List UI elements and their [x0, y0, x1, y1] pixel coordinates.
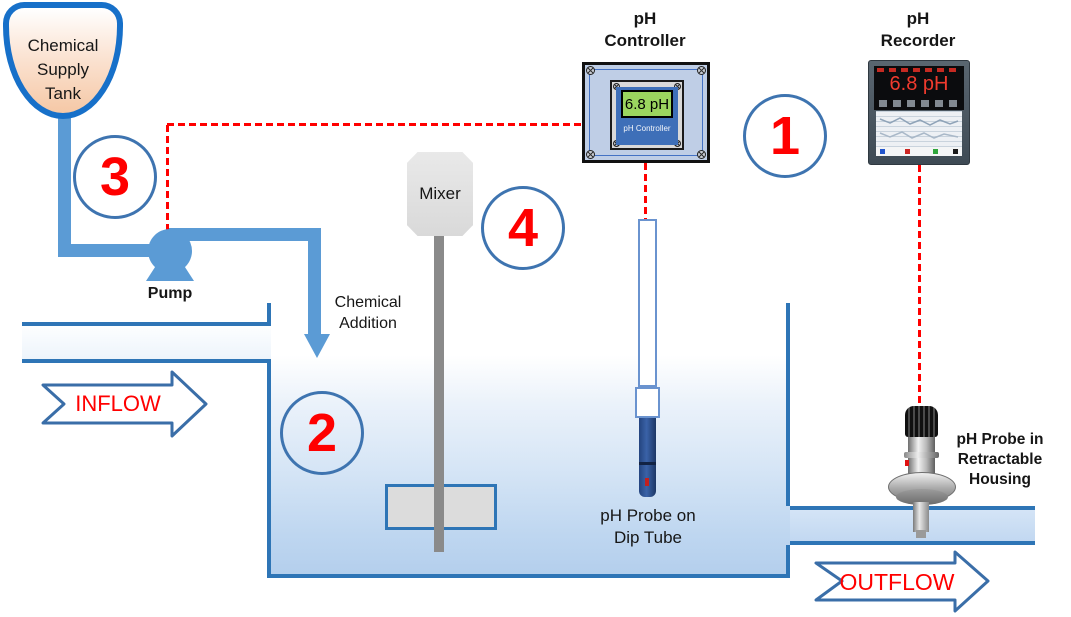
callout-2-number: 2: [306, 403, 338, 463]
retractable-probe-tip: [916, 530, 926, 538]
screw-icon: [697, 150, 706, 159]
callout-4-number: 4: [507, 198, 539, 258]
mixer-motor: Mixer: [407, 152, 473, 236]
signal-line-controller-to-dip-probe: [644, 163, 647, 220]
tank-wall-right-upper: [786, 303, 790, 506]
dosing-pipe-horizontal: [168, 228, 321, 241]
outflow-label: OUTFLOW: [839, 568, 955, 595]
inflow-pipe-flange: [13, 318, 22, 371]
supply-pipe-horizontal: [58, 244, 158, 257]
chart-trace: [879, 117, 959, 139]
dip-probe-sensor-dot: [645, 478, 649, 486]
inflow-pipe-interior: [13, 326, 271, 359]
ph-recorder-chart: [876, 111, 962, 147]
screw-icon: [586, 150, 595, 159]
pen-chip-black-icon: [953, 149, 958, 154]
dip-probe-band: [639, 462, 656, 465]
dip-probe-body: [639, 418, 656, 497]
ph-recorder-display: 6.8 pH: [889, 73, 949, 95]
outflow-pipe-interior: [790, 510, 1035, 541]
ph-controller-pinstripe: [589, 69, 703, 156]
callout-1: 1: [743, 94, 827, 178]
retractable-probe-flange-rim: [896, 489, 948, 505]
signal-line-to-pump-vertical: [166, 125, 169, 230]
mixer-shaft: [434, 234, 444, 552]
retractable-probe-indicator-dot: [905, 460, 909, 466]
ph-recorder-pen-strip: [876, 147, 962, 156]
inflow-label: INFLOW: [75, 391, 161, 416]
inflow-pipe-bottom-border: [21, 359, 271, 363]
tank-wall-left-lower: [267, 363, 271, 578]
pump-base: [146, 261, 194, 281]
outflow-arrow-icon: [814, 550, 990, 613]
chemical-supply-tank: Chemical Supply Tank: [3, 2, 123, 119]
outflow-pipe-bottom-border: [790, 541, 1035, 545]
callout-2: 2: [280, 391, 364, 475]
retractable-probe-label: pH Probe in Retractable Housing: [956, 431, 1044, 488]
callout-1-number: 1: [769, 106, 801, 166]
retractable-probe-stem: [913, 502, 929, 532]
pen-chip-green-icon: [933, 149, 938, 154]
ph-recorder-buttons: [879, 100, 959, 107]
tank-wall-bottom: [267, 574, 790, 578]
signal-line-recorder-to-probe: [918, 165, 921, 407]
inflow-pipe-top-border: [21, 322, 271, 326]
signal-line-controller-to-pump-horizontal: [167, 123, 587, 126]
pump-label: Pump: [147, 285, 193, 302]
dip-probe-label: pH Probe on Dip Tube: [600, 506, 696, 547]
chemical-addition-label: Chemical Addition: [334, 294, 402, 332]
callout-4: 4: [481, 186, 565, 270]
outflow-pipe-flange: [1035, 498, 1044, 551]
outflow-pipe-top-border: [790, 506, 1035, 510]
inflow-arrow-icon: [41, 370, 208, 438]
retractable-probe-ring: [904, 452, 939, 458]
supply-pipe-vertical: [58, 112, 71, 257]
retractable-probe-cap: [905, 406, 938, 437]
chemical-addition-drop-pipe: [308, 296, 321, 335]
tank-wall-right-lower: [786, 545, 790, 578]
dip-tube-collar: [635, 387, 660, 418]
mixer-label: Mixer: [419, 183, 461, 203]
screw-icon: [586, 66, 595, 75]
pen-chip-blue-icon: [880, 149, 885, 154]
callout-3: 3: [73, 135, 157, 219]
ph-controller-display: 6.8 pH: [621, 90, 673, 118]
pen-chip-red-icon: [905, 149, 910, 154]
ph-recorder-title: pH Recorder: [880, 9, 956, 50]
screw-icon: [697, 66, 706, 75]
ph-recorder-alarm-row: [877, 68, 961, 72]
chemical-supply-tank-label: Chemical Supply Tank: [27, 36, 99, 103]
dip-tube: [638, 219, 657, 387]
tank-wall-left-upper: [267, 303, 271, 322]
ph-controller-panel-label: pH Controller: [623, 124, 671, 133]
callout-3-number: 3: [99, 147, 131, 207]
ph-controller-title: pH Controller: [604, 9, 686, 50]
